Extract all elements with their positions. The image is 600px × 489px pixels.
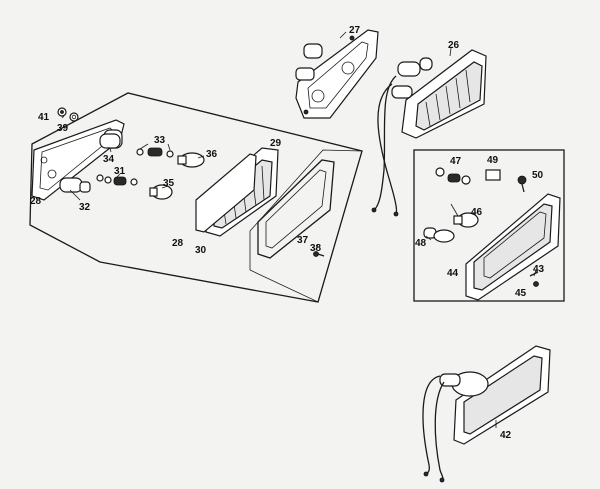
label-26: 26: [448, 40, 460, 51]
part-39-washer: [69, 112, 79, 122]
label-41: 41: [38, 112, 50, 123]
part-number-labels: 27 26 41 39 33 29 36 34 31 35 28 32 28 3…: [30, 25, 545, 441]
part-42-repeater-lamp: [422, 345, 551, 483]
part-29-30-lamp-body: [195, 147, 279, 237]
part-38-screw: [313, 251, 325, 257]
part-35-bulb: [149, 184, 173, 200]
lens-gasket-subframe: [249, 149, 363, 303]
label-35: 35: [163, 178, 175, 189]
part-33-holder-parts: [136, 147, 174, 158]
label-49: 49: [487, 155, 499, 166]
label-27: 27: [349, 25, 361, 36]
label-34: 34: [103, 154, 115, 165]
label-29: 29: [270, 138, 282, 149]
part-43-45-screws: [529, 271, 539, 287]
label-28-left: 28: [30, 196, 42, 207]
label-28-center: 28: [172, 238, 184, 249]
part-36-bulb: [177, 152, 205, 168]
label-39: 39: [57, 123, 69, 134]
label-46: 46: [471, 207, 483, 218]
front-lamp-group-frame: [29, 92, 363, 303]
label-42: 42: [500, 430, 512, 441]
label-33: 33: [154, 135, 166, 146]
part-47-holder-parts: [435, 167, 471, 185]
label-44: 44: [447, 268, 459, 279]
label-32: 32: [79, 202, 91, 213]
label-38: 38: [310, 243, 322, 254]
label-37: 37: [297, 235, 309, 246]
label-36: 36: [206, 149, 218, 160]
part-50-screw: [517, 175, 527, 193]
part-27-backing-plate: [295, 29, 379, 119]
part-44-side-lamp: [465, 193, 561, 301]
part-31-holder-parts: [96, 174, 138, 186]
label-43: 43: [533, 264, 545, 275]
label-31: 31: [114, 166, 126, 177]
part-48-bulb: [423, 227, 455, 243]
label-45: 45: [515, 288, 527, 299]
label-48: 48: [415, 238, 427, 249]
label-30: 30: [195, 245, 207, 256]
label-47: 47: [450, 156, 462, 167]
part-49-clip: [485, 169, 501, 181]
leader-lines: [61, 31, 537, 428]
side-lamp-group-frame: [413, 149, 565, 302]
label-50: 50: [532, 170, 544, 181]
part-37-gasket: [257, 159, 335, 259]
part-34-socket: [99, 133, 121, 149]
part-26-rear-lamp: [371, 49, 487, 217]
